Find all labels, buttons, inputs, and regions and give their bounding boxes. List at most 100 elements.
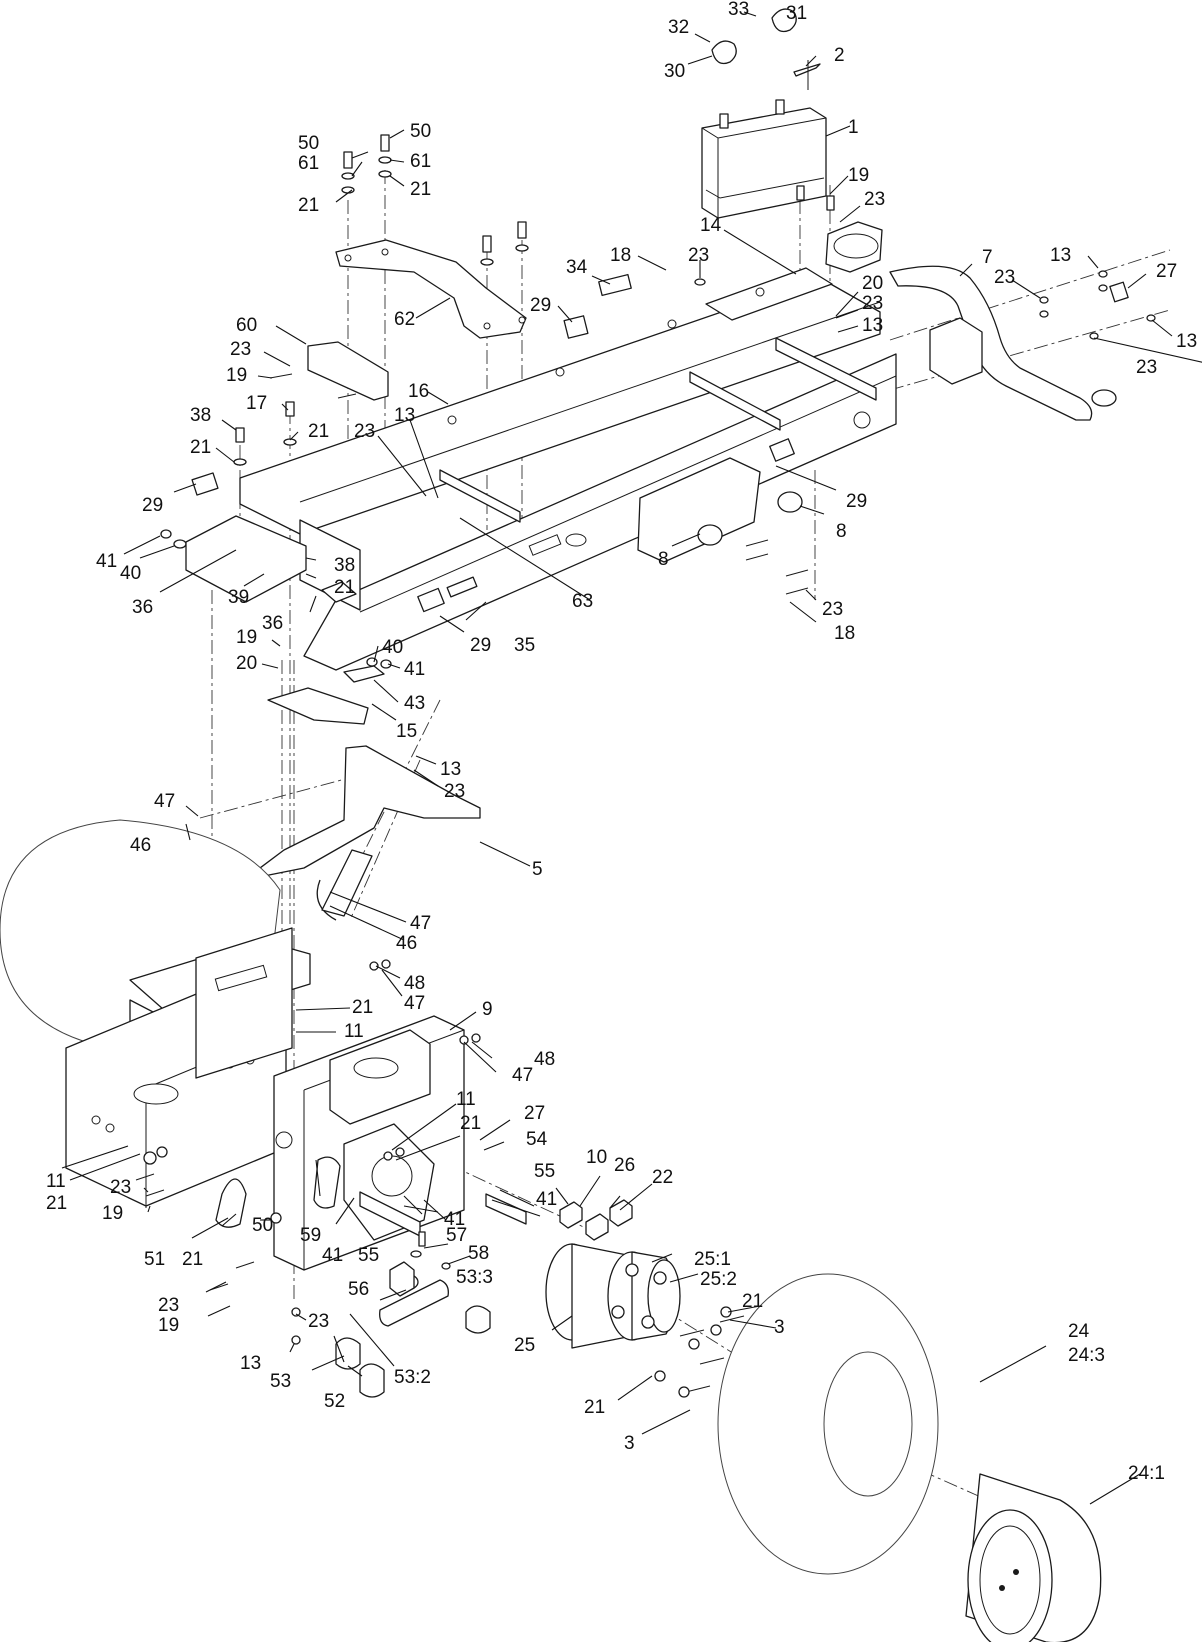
callout-41a: 41 xyxy=(96,551,118,572)
callout-19b: 19 xyxy=(226,365,248,386)
callout-41b: 41 xyxy=(404,659,426,680)
callout-31: 31 xyxy=(786,3,808,24)
callout-39: 39 xyxy=(228,587,250,608)
leader-lines xyxy=(61,11,1202,1505)
rear-tube xyxy=(889,265,1117,421)
callout-14: 14 xyxy=(700,215,722,236)
callout-34: 34 xyxy=(566,257,588,278)
callout-55b: 55 xyxy=(358,1245,380,1266)
callout-36a: 36 xyxy=(132,597,154,618)
callout-19e: 19 xyxy=(158,1315,180,1336)
callout-13d: 13 xyxy=(394,405,416,426)
callout-24-3: 24:3 xyxy=(1068,1345,1105,1366)
callout-1: 1 xyxy=(848,117,859,138)
callout-23h: 23 xyxy=(822,599,844,620)
callout-23k: 23 xyxy=(158,1295,180,1316)
callout-36b: 36 xyxy=(262,613,284,634)
callout-41d: 41 xyxy=(444,1209,466,1230)
callout-25-2: 25:2 xyxy=(700,1269,737,1290)
callout-21g: 21 xyxy=(460,1113,482,1134)
callout-13f: 13 xyxy=(240,1353,262,1374)
callout-9: 9 xyxy=(482,999,493,1020)
callout-21k: 21 xyxy=(584,1397,606,1418)
callout-41e: 41 xyxy=(322,1245,344,1266)
callout-27a: 27 xyxy=(1156,261,1178,282)
callout-13b: 13 xyxy=(862,315,884,336)
callout-47b: 47 xyxy=(410,913,432,934)
callout-16: 16 xyxy=(408,381,430,402)
callout-21c: 21 xyxy=(308,421,330,442)
callout-18a: 18 xyxy=(610,245,632,266)
callout-43: 43 xyxy=(404,693,426,714)
callout-40b: 40 xyxy=(382,637,404,658)
bracket-5 xyxy=(243,745,481,921)
callout-7: 7 xyxy=(982,247,993,268)
callout-51: 51 xyxy=(144,1249,166,1270)
callout-59: 59 xyxy=(300,1225,322,1246)
callout-23d: 23 xyxy=(862,293,884,314)
callout-52: 52 xyxy=(324,1391,346,1412)
callout-23i: 23 xyxy=(444,781,466,802)
battery-assembly xyxy=(701,8,883,273)
callout-47a: 47 xyxy=(154,791,176,812)
callout-2: 2 xyxy=(834,45,845,66)
callout-61b: 61 xyxy=(410,151,432,172)
callout-29c: 29 xyxy=(846,491,868,512)
hold-down-strap xyxy=(335,239,527,339)
callout-25: 25 xyxy=(514,1335,536,1356)
callout-35: 35 xyxy=(514,635,536,656)
callout-11c: 11 xyxy=(46,1171,66,1192)
callout-23c: 23 xyxy=(994,267,1016,288)
callout-29d: 29 xyxy=(470,635,492,656)
callout-50b: 50 xyxy=(410,121,432,142)
callout-61a: 61 xyxy=(298,153,320,174)
main-frame xyxy=(185,267,1129,671)
callout-13e: 13 xyxy=(440,759,462,780)
callout-33: 33 xyxy=(728,0,750,20)
callout-46b: 46 xyxy=(396,933,418,954)
callout-38b: 38 xyxy=(334,555,356,576)
callout-32: 32 xyxy=(668,17,690,38)
callout-53-3: 53:3 xyxy=(456,1267,493,1288)
callout-60: 60 xyxy=(236,315,258,336)
callout-41c: 41 xyxy=(536,1189,558,1210)
lower-left-assembly xyxy=(0,819,465,1271)
callout-55a: 55 xyxy=(534,1161,556,1182)
callout-48a: 48 xyxy=(404,973,426,994)
callout-21d: 21 xyxy=(190,437,212,458)
bracket-15 xyxy=(267,581,385,725)
callout-29a: 29 xyxy=(530,295,552,316)
callout-10: 10 xyxy=(586,1147,608,1168)
callout-5: 5 xyxy=(532,859,543,880)
callout-47d: 47 xyxy=(512,1065,534,1086)
callout-57: 57 xyxy=(446,1225,468,1246)
pivot-hardware xyxy=(135,959,527,1398)
callout-21j: 21 xyxy=(742,1291,764,1312)
callout-23b: 23 xyxy=(688,245,710,266)
callout-13a: 13 xyxy=(1050,245,1072,266)
callout-20a: 20 xyxy=(862,273,884,294)
callout-21a: 21 xyxy=(298,195,320,216)
callout-8b: 8 xyxy=(658,549,669,570)
callout-19c: 19 xyxy=(236,627,258,648)
callout-22: 22 xyxy=(652,1167,674,1188)
callout-38a: 38 xyxy=(190,405,212,426)
callout-3a: 3 xyxy=(774,1317,785,1338)
callout-30: 30 xyxy=(664,61,686,82)
callout-11a: 11 xyxy=(344,1021,364,1042)
callout-46a: 46 xyxy=(130,835,152,856)
callout-13c: 13 xyxy=(1176,331,1198,352)
callout-21f: 21 xyxy=(352,997,374,1018)
callout-21h: 21 xyxy=(46,1193,68,1214)
callout-56: 56 xyxy=(348,1279,370,1300)
callout-23a: 23 xyxy=(864,189,886,210)
callout-63: 63 xyxy=(572,591,594,612)
callout-53: 53 xyxy=(270,1371,292,1392)
callout-24: 24 xyxy=(1068,1321,1090,1342)
callout-17: 17 xyxy=(246,393,268,414)
callout-50c: 50 xyxy=(252,1215,274,1236)
callout-26: 26 xyxy=(614,1155,636,1176)
callout-23e: 23 xyxy=(1136,357,1158,378)
